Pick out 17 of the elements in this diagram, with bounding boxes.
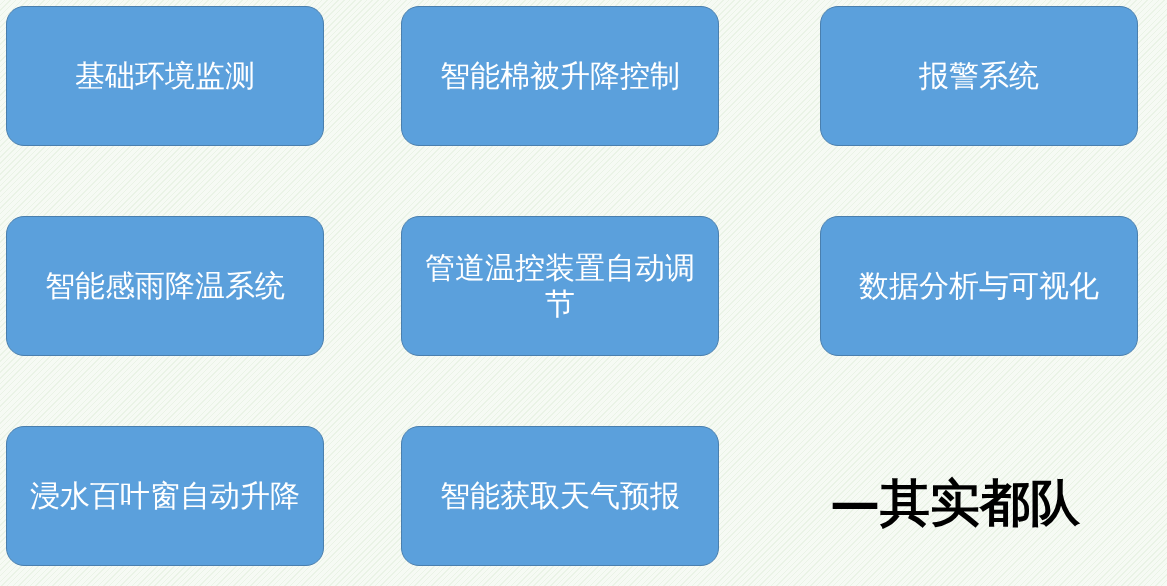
box-label: 智能感雨降温系统 <box>44 268 286 304</box>
box-label: 数据分析与可视化 <box>858 268 1100 304</box>
box-label: 智能棉被升降控制 <box>439 58 681 94</box>
box-label: 智能获取天气预报 <box>439 478 681 514</box>
rounded-box <box>401 6 719 146</box>
box-label: 浸水百叶窗自动升降 <box>29 478 301 514</box>
rounded-box <box>820 6 1138 146</box>
rounded-box <box>820 216 1138 356</box>
rounded-box <box>6 216 324 356</box>
rounded-box <box>6 426 324 566</box>
rounded-box <box>401 426 719 566</box>
rounded-box <box>401 216 719 356</box>
team-signature: —其实都队 <box>830 473 1080 534</box>
box-label: 基础环境监测 <box>74 58 256 94</box>
rounded-box <box>6 6 324 146</box>
box-label: 报警系统 <box>918 58 1040 94</box>
box-label: 管道温控装置自动调节 <box>424 250 696 322</box>
